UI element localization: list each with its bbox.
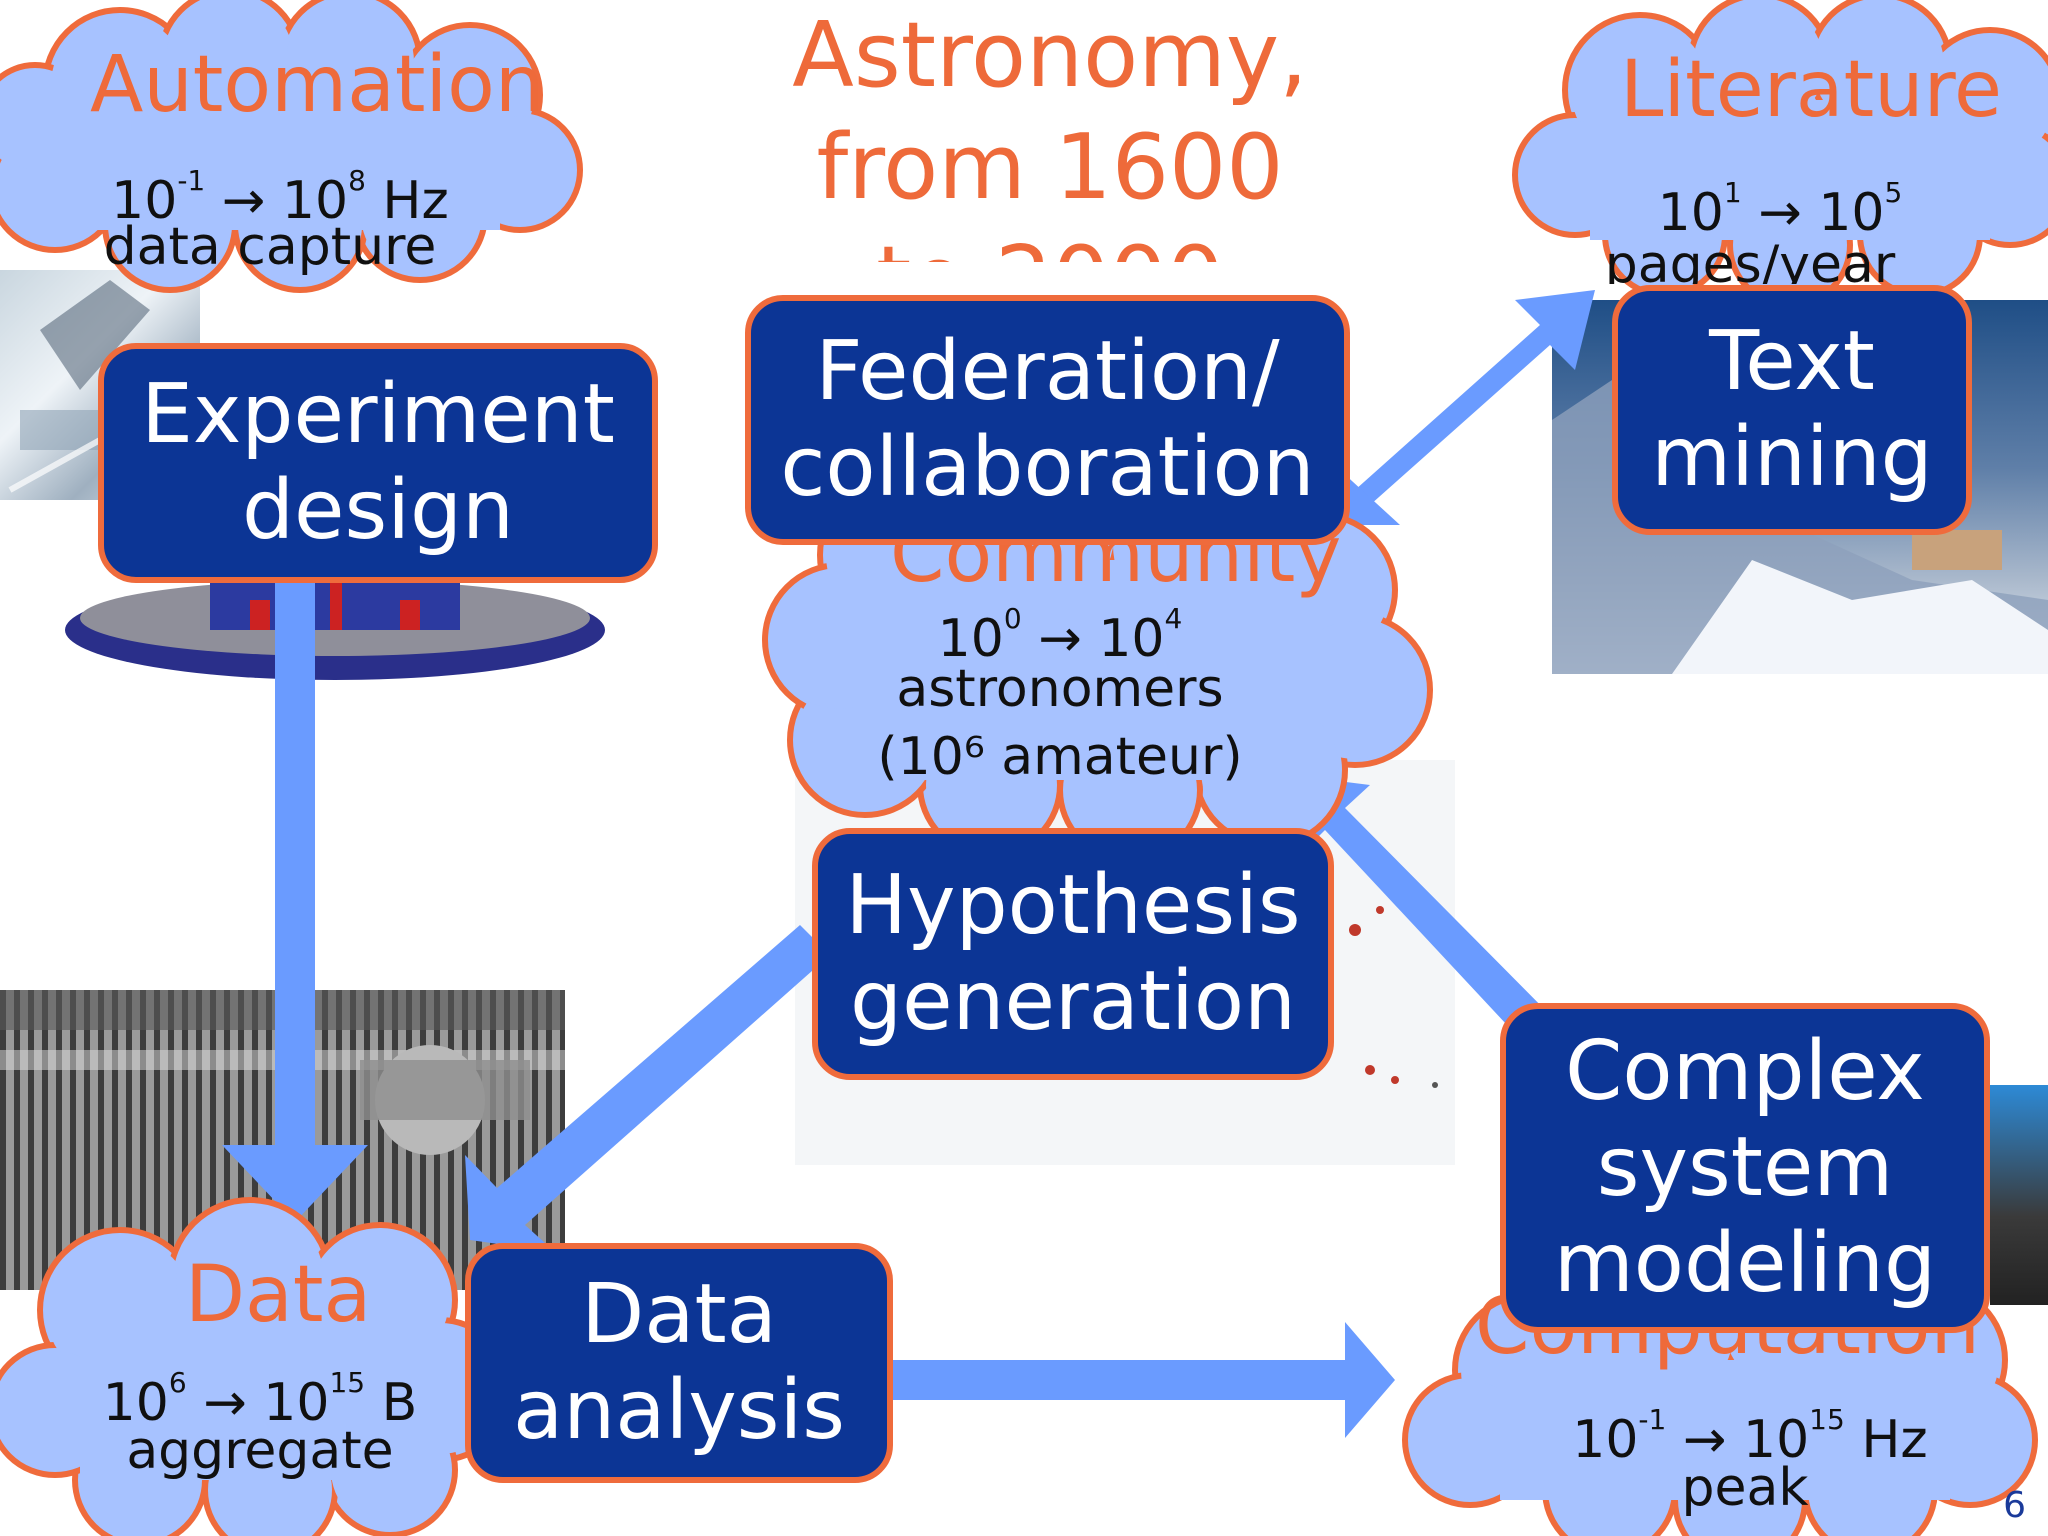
arrow-analysis-to-computation: [890, 1322, 1395, 1438]
literature-caption: pages/year: [1604, 235, 1896, 284]
arrow-glyph: →: [221, 171, 266, 231]
automation-title: Automation: [90, 40, 545, 130]
arrow-experiment-to-data: [222, 575, 368, 1222]
title-line-1: Astronomy,: [792, 3, 1308, 108]
star-dots-icon: [1349, 906, 1438, 1088]
box-hypothesis-generation: Hypothesis generation: [812, 828, 1334, 1080]
computer-building-photo: [1990, 1085, 2048, 1305]
data-title: Data: [185, 1250, 372, 1340]
slide-title: Astronomy, from 1600 to 2000: [740, 0, 1360, 262]
data-range: 106 → 1015 B: [102, 1366, 418, 1433]
community-caption-amateur: (10⁶ amateur): [877, 727, 1243, 787]
computation-caption: peak: [1681, 1458, 1809, 1518]
community-caption: astronomers: [896, 659, 1224, 719]
box-data-analysis: Data analysis: [465, 1243, 893, 1483]
literature-title: Literature: [1620, 45, 2002, 135]
arrow-complex-to-community: [1290, 775, 1565, 1055]
community-range: 100 → 104: [937, 602, 1183, 669]
arrow-hypothesis-to-analysis: [465, 925, 830, 1252]
title-line-3: to 2000: [740, 224, 1360, 262]
title-line-2: from 1600: [816, 115, 1284, 220]
robot-arm-icon: [0, 990, 565, 1155]
literature-range: 101 → 105: [1657, 176, 1903, 243]
data-caption: aggregate: [126, 1421, 394, 1481]
box-experiment-design: Experiment design: [98, 343, 658, 583]
computation-range: 10-1 → 1015 Hz: [1572, 1403, 1928, 1470]
box-federation-collaboration: Federation/ collaboration: [745, 295, 1350, 545]
automation-caption: data capture: [103, 217, 437, 277]
box-text-mining: Text mining: [1612, 285, 1972, 535]
slide-number: 6: [2003, 1485, 2026, 1526]
arrow-federation-to-literature: [1345, 290, 1595, 505]
automation-range: 10-1 → 108 Hz: [111, 164, 449, 231]
box-complex-system-modeling: Complex system modeling: [1500, 1003, 1990, 1333]
